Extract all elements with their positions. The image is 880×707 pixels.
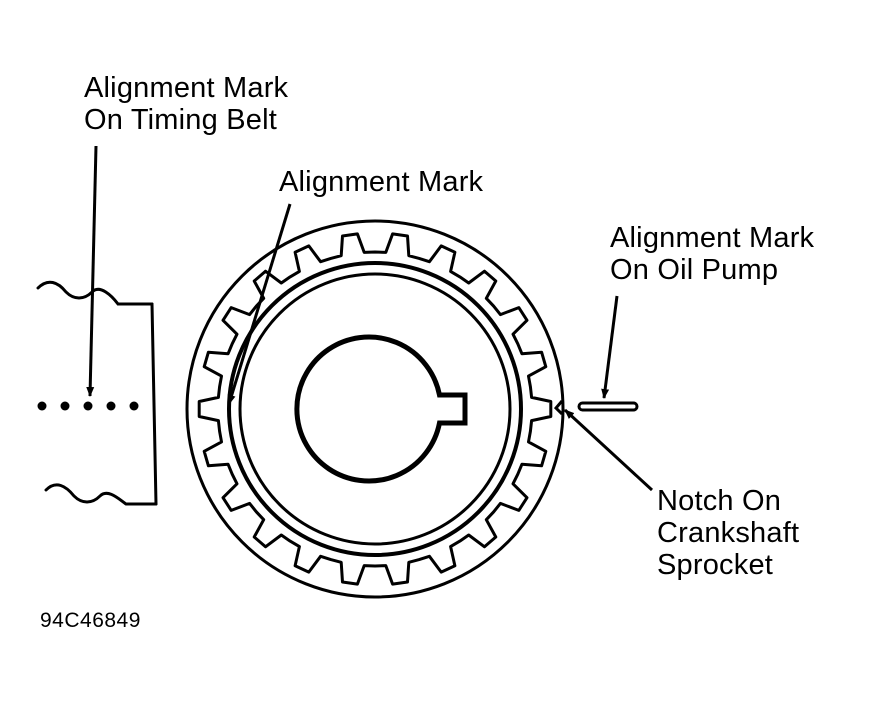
sprocket-mark-leader-arrow: [227, 203, 292, 405]
belt-alignment-dots: [37, 401, 139, 411]
notch-label-line2: Crankshaft: [657, 517, 800, 549]
belt-alignment-dot: [106, 401, 116, 411]
sprocket-mark-label-line1: Alignment Mark: [279, 166, 484, 198]
crankshaft-sprocket: [185, 219, 565, 599]
sprocket-teeth: [197, 232, 553, 586]
belt-right-edge: [150, 302, 158, 506]
belt-mark-leader-arrow: [86, 145, 98, 397]
sprocket-notch: [553, 400, 564, 416]
oil-pump-mark-label-line1: Alignment Mark: [610, 222, 815, 254]
belt-alignment-dot: [129, 401, 139, 411]
oil-pump-alignment-mark: [577, 401, 639, 412]
belt-mark-label-line2: On Timing Belt: [84, 104, 277, 136]
sprocket-hub-ring-outer: [227, 261, 523, 557]
sprocket-mark-label: Alignment Mark: [279, 166, 483, 198]
belt-mark-label-line1: Alignment Mark: [84, 72, 289, 104]
figure-code: 94C46849: [40, 609, 141, 632]
sprocket-outer-flange: [185, 219, 565, 599]
belt-alignment-dot: [60, 401, 70, 411]
sprocket-hub-ring-inner: [238, 272, 512, 546]
belt-top-edge: [36, 280, 154, 306]
notch-label: Notch On Crankshaft Sprocket: [657, 485, 799, 581]
belt-alignment-dot: [37, 401, 47, 411]
timing-belt: [36, 280, 158, 506]
oil-pump-mark-label-line2: On Oil Pump: [610, 254, 779, 286]
notch-label-line3: Sprocket: [657, 549, 774, 581]
oil-pump-mark-label: Alignment Mark On Oil Pump: [610, 222, 814, 286]
belt-alignment-dot: [83, 401, 93, 411]
oil-pump-mark-leader-arrow: [601, 295, 619, 399]
leader-lines: [86, 145, 654, 492]
notch-leader-arrow: [563, 408, 654, 492]
notch-label-line1: Notch On: [657, 485, 782, 517]
belt-mark-label: Alignment Mark On Timing Belt: [84, 72, 288, 136]
belt-bottom-edge: [44, 483, 158, 506]
sprocket-bore-with-keyway: [294, 334, 468, 484]
